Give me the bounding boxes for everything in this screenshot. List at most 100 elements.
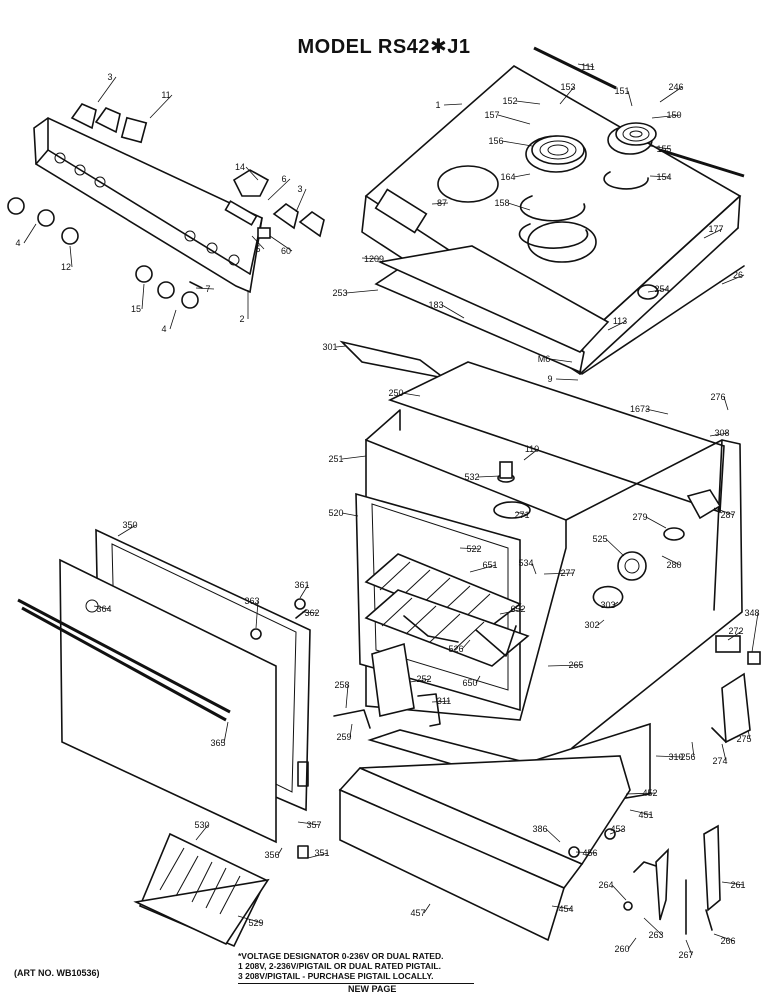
callout-leader (299, 584, 309, 599)
callout-leader (295, 188, 307, 213)
part-callout-2: 2 (239, 314, 244, 324)
callout-leader (499, 608, 525, 615)
part-callout-271: 271 (514, 510, 529, 520)
callout-leader (647, 288, 669, 293)
switch-icon (232, 169, 270, 197)
callout-leader (721, 743, 727, 762)
callout-leader (613, 601, 619, 606)
part-callout-9: 9 (547, 374, 552, 384)
part-callout-261: 261 (730, 880, 745, 890)
callout-leader (335, 345, 347, 348)
part-callout-250: 250 (388, 388, 403, 398)
callout-leader (547, 664, 583, 667)
callout-leader (169, 309, 177, 330)
callout-leader (627, 90, 633, 107)
part-callout-520: 520 (328, 508, 343, 518)
part-callout-529: 529 (248, 918, 263, 928)
callout-leader (747, 729, 751, 740)
part-callout-158: 158 (494, 198, 509, 208)
part-callout-1: 1 (435, 100, 440, 110)
part-callout-362: 362 (304, 608, 319, 618)
callout-leader (117, 524, 137, 537)
callout-leader (575, 851, 597, 854)
callout-leader (223, 721, 229, 744)
part-callout-M6: M6 (538, 354, 551, 364)
voltage-notes: *VOLTAGE DESIGNATOR 0-236V OR DUAL RATED… (238, 951, 443, 981)
oven-door (17, 528, 311, 859)
part-callout-164: 164 (500, 172, 515, 182)
part-callout-177: 177 (708, 224, 723, 234)
part-callout-350: 350 (122, 520, 137, 530)
callout-leader (349, 723, 353, 738)
callout-leader (459, 547, 481, 550)
part-callout-150: 150 (666, 110, 681, 120)
part-callout-348: 348 (744, 608, 759, 618)
part-callout-258: 258 (334, 680, 349, 690)
callout-leader (23, 223, 37, 244)
part-callout-7: 7 (205, 284, 210, 294)
callout-leader (277, 847, 283, 856)
part-callout-274: 274 (712, 756, 727, 766)
part-callout-365: 365 (210, 738, 225, 748)
callout-leader (477, 475, 501, 478)
callout-leader (661, 555, 681, 566)
part-callout-246: 246 (668, 82, 683, 92)
callout-leader (513, 173, 531, 178)
storage-drawer (338, 755, 721, 942)
part-callout-154: 154 (656, 172, 671, 182)
part-callout-4b: 4 (161, 324, 166, 334)
part-callout-364: 364 (96, 604, 111, 614)
callout-leader (93, 605, 111, 610)
knob-icon (94, 107, 121, 134)
part-callout-111: 111 (581, 62, 595, 72)
callout-leader (627, 937, 637, 950)
callout-leader (625, 792, 657, 795)
part-callout-1209: 1209 (364, 254, 384, 264)
callout-leader (361, 257, 381, 260)
part-callout-280: 280 (666, 560, 681, 570)
callout-leader (97, 76, 117, 103)
part-callout-153: 153 (560, 82, 575, 92)
part-callout-301: 301 (322, 342, 337, 352)
part-callout-267: 267 (678, 950, 693, 960)
callout-leader (341, 455, 367, 460)
knob-icon (298, 211, 325, 238)
part-callout-277: 277 (560, 568, 575, 578)
part-callout-650: 650 (462, 678, 477, 688)
part-callout-266: 266 (720, 936, 735, 946)
callout-leader (649, 145, 671, 150)
part-callout-251: 251 (328, 454, 343, 464)
part-callout-265: 265 (568, 660, 583, 670)
part-callout-15: 15 (131, 304, 141, 314)
part-callout-252: 252 (416, 674, 431, 684)
callout-leader (515, 100, 541, 105)
callout-leader (431, 202, 449, 205)
part-callout-525: 525 (592, 534, 607, 544)
part-callout-260: 260 (614, 944, 629, 954)
part-callout-6: 6 (281, 174, 286, 184)
callout-leader (297, 821, 321, 826)
callout-leader (255, 600, 259, 629)
callout-leader (713, 507, 735, 516)
callout-leader (195, 824, 209, 841)
callout-leader (237, 915, 263, 924)
part-callout-110: 110 (525, 444, 539, 454)
callout-leader (423, 903, 431, 914)
switch-icon (120, 116, 148, 144)
callout-leader (523, 448, 539, 461)
part-callout-453: 453 (610, 824, 625, 834)
callout-leader (497, 114, 531, 125)
part-callout-155: 155 (656, 144, 671, 154)
part-callout-279: 279 (632, 512, 647, 522)
part-callout-302: 302 (584, 620, 599, 630)
part-callout-454: 454 (558, 904, 573, 914)
part-callout-3b: 3 (297, 184, 302, 194)
callout-leader (341, 512, 359, 517)
callout-leader (141, 283, 145, 310)
callout-leader (727, 630, 743, 641)
part-callout-11: 11 (161, 90, 170, 100)
callout-leader (577, 63, 595, 68)
callout-leader (751, 612, 759, 653)
callout-leader (345, 684, 349, 709)
